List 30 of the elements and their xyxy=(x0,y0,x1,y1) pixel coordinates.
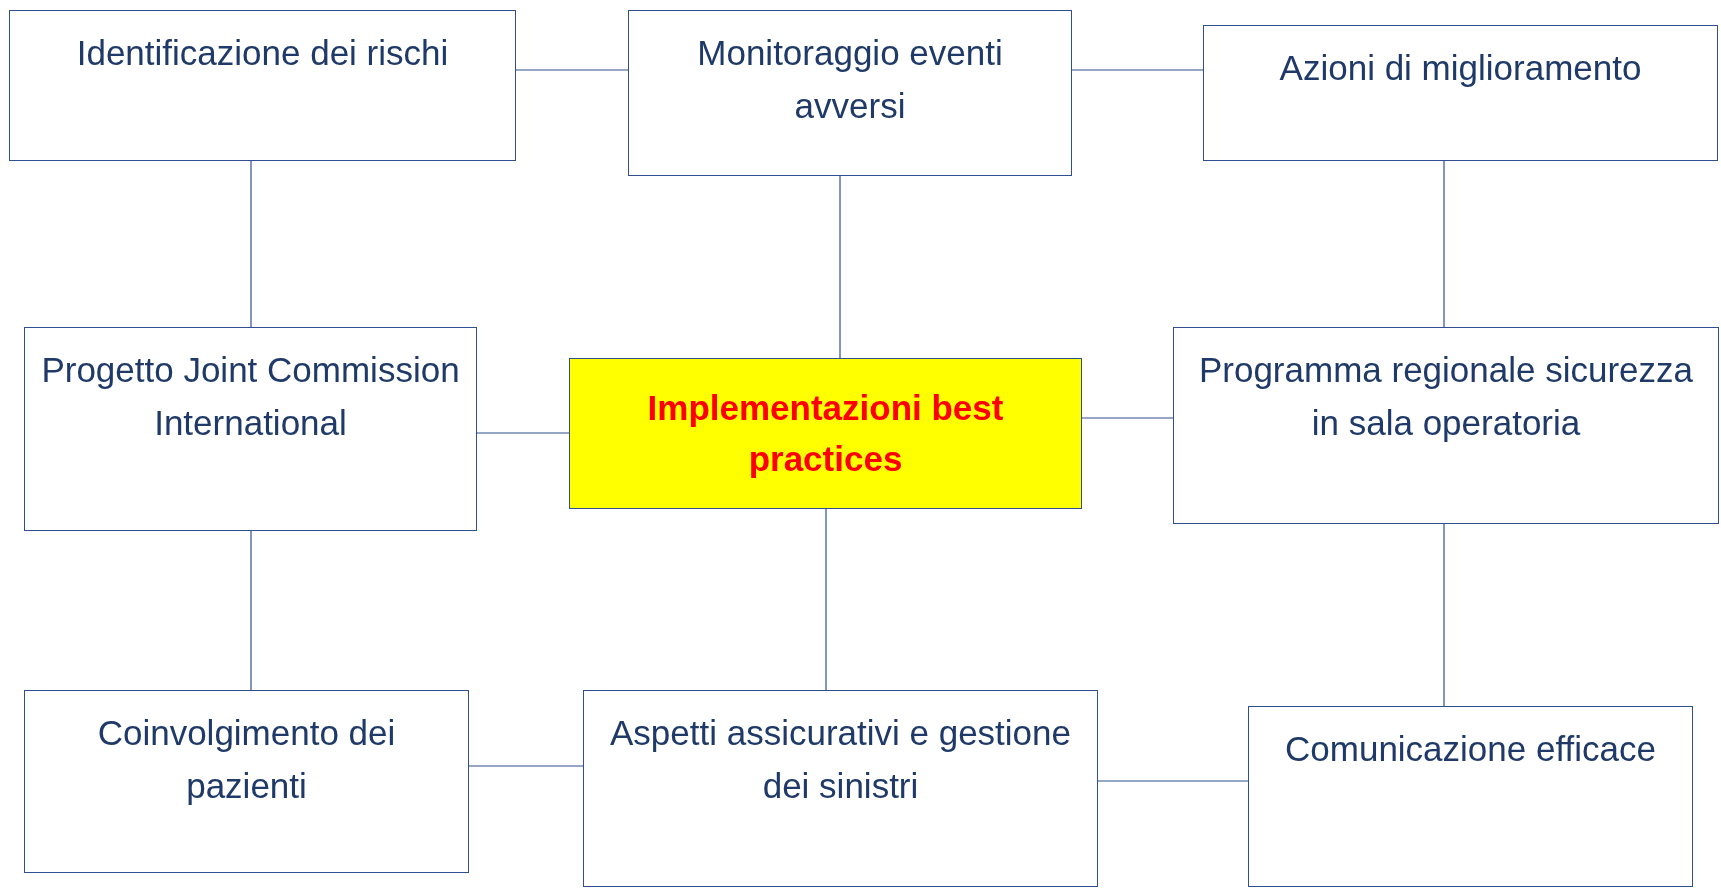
connector-line xyxy=(250,160,252,328)
topic-box xyxy=(1203,25,1718,161)
box-label: Comunicazione efficace xyxy=(1285,728,1656,770)
box-label: Identificazione dei rischi xyxy=(76,32,449,74)
connector-line xyxy=(250,530,252,691)
connector-line xyxy=(1443,160,1445,328)
topic-box xyxy=(1173,327,1719,524)
box-label: Progetto Joint Commission International xyxy=(40,349,461,444)
connector-line xyxy=(1071,69,1204,71)
box-label: Implementazioni best practices xyxy=(646,386,1005,480)
connector-line xyxy=(825,508,827,691)
connector-line xyxy=(1097,780,1249,782)
topic-box xyxy=(24,690,469,873)
box-label: Azioni di miglioramento xyxy=(1279,47,1642,89)
highlight-box xyxy=(569,358,1082,509)
connector-line xyxy=(468,765,584,767)
box-label: Monitoraggio eventi avversi xyxy=(696,32,1004,127)
topic-box xyxy=(583,690,1098,887)
connector-line xyxy=(839,175,841,359)
connector-line xyxy=(476,432,570,434)
topic-box xyxy=(628,10,1072,176)
box-label: Aspetti assicurativi e gestione dei sinistri xyxy=(608,712,1073,807)
connector-line xyxy=(1443,523,1445,707)
topic-box xyxy=(1248,706,1693,887)
topic-box xyxy=(9,10,516,161)
box-label: Programma regionale sicurezza in sala operatoria xyxy=(1197,349,1695,444)
topic-box xyxy=(24,327,477,531)
connector-line xyxy=(1081,417,1174,419)
box-label: Coinvolgimento dei pazienti xyxy=(96,712,397,807)
connector-line xyxy=(515,69,629,71)
